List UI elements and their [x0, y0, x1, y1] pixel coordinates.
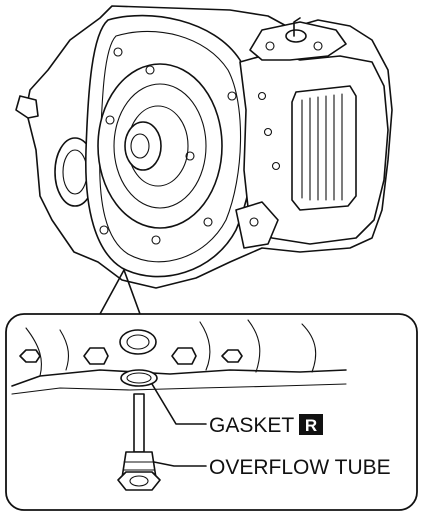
transmission-assembly	[15, 5, 393, 289]
finned-cover	[291, 85, 357, 211]
cover-fins	[301, 93, 343, 201]
overflow-tube	[117, 393, 161, 491]
overflow-tube-leader	[153, 461, 207, 467]
detail-callout: GASKET R OVERFLOW TUBE	[5, 313, 418, 511]
replace-badge	[299, 414, 323, 435]
gasket-ring	[120, 369, 158, 387]
gasket-leader	[151, 383, 207, 425]
overflow-tube-label: OVERFLOW TUBE	[209, 456, 391, 479]
plug-bore	[119, 329, 157, 355]
flange-bolts	[99, 47, 237, 245]
replace-badge-letter: R	[305, 416, 317, 435]
detail-bolts	[19, 347, 243, 365]
callout-leader	[99, 269, 141, 315]
callout-frame	[5, 313, 418, 511]
gasket-label: GASKET	[209, 414, 294, 437]
housing-left-mount	[15, 95, 39, 119]
top-connector	[285, 29, 307, 43]
converter-hub	[124, 121, 162, 171]
